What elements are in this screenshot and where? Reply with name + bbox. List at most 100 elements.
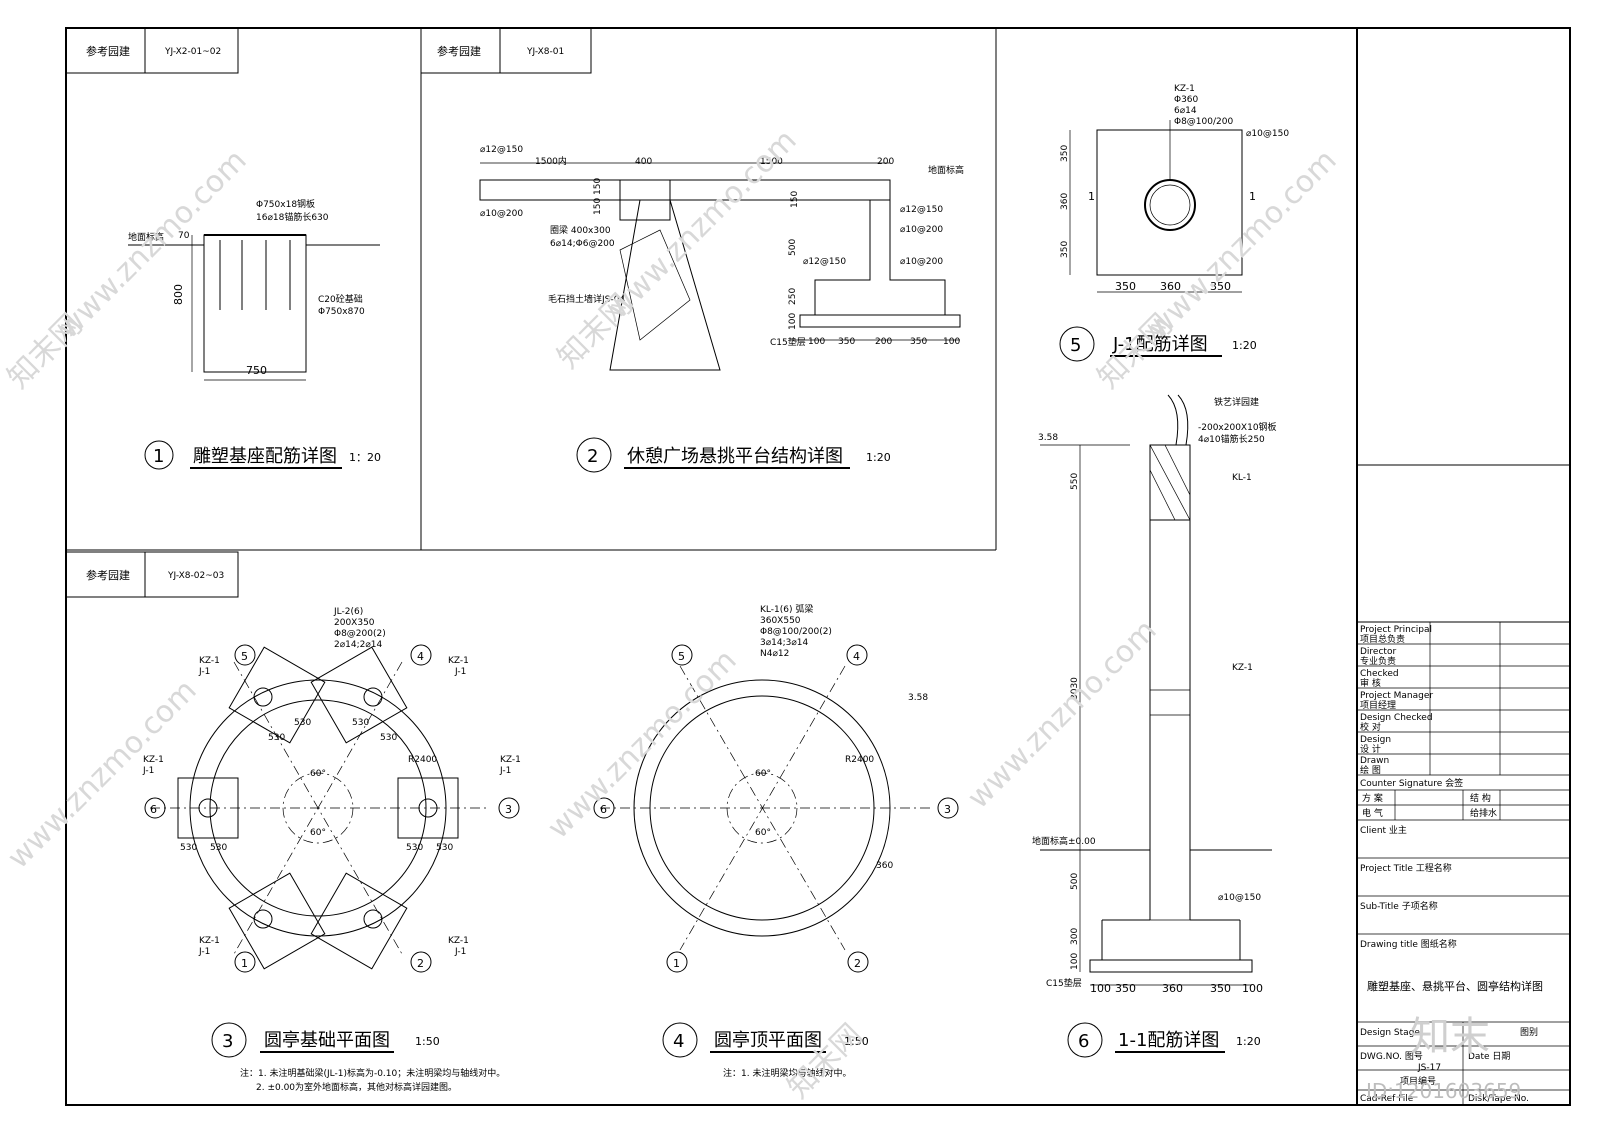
note: 注：1. 未注明梁均与轴线对中。 [723, 1067, 851, 1079]
radius-label: R2400 [845, 755, 874, 765]
dim-70: 70 [178, 231, 190, 241]
ground-elevation: 地面标高±0.00 [1032, 835, 1096, 847]
dim: 350 [1210, 982, 1231, 995]
column-mark: KZ-1 [199, 656, 220, 666]
reference-box: 参考园建 YJ-X8-01 [420, 27, 592, 74]
dim: 100 [808, 337, 825, 347]
tb-cad: Cad-Ref File [1360, 1094, 1414, 1104]
dim: 400 [635, 157, 652, 167]
detail-scale: 1：20 [349, 451, 381, 464]
dim: 1500 [760, 157, 783, 167]
detail-6-drawing: 铁艺详园建 -200x200X10钢板 4⌀10锚筋长250 KL-1 KZ-1… [1032, 394, 1277, 1058]
detail-number: 2 [587, 446, 598, 467]
dim: 530 [180, 843, 197, 853]
detail-title: 圆亭基础平面图 [264, 1030, 390, 1051]
detail-number-circle [576, 437, 612, 473]
reference-code: YJ-X8-01 [526, 47, 564, 57]
rebar-note: ⌀10@200 [900, 225, 943, 235]
tb-disk: Disk/Tape No. [1468, 1094, 1529, 1104]
footing-pads [177, 646, 459, 970]
tb-role-cn: 绘 图 [1360, 764, 1381, 776]
dim: 100 [788, 313, 798, 330]
tb-role-cn: 校 对 [1360, 721, 1381, 733]
footing-mark: J-1 [198, 667, 210, 677]
tb-role-cn: 专业负责 [1360, 655, 1396, 667]
tb-client: Client 业主 [1360, 824, 1407, 836]
dim: 1500内 [535, 155, 567, 167]
dim: 350 [838, 337, 855, 347]
axis-label: 1 [241, 957, 248, 970]
watermark-site: www.znzmo.com [961, 613, 1164, 816]
rebar-note: ⌀10@150 [1246, 129, 1289, 139]
detail-number-circle [144, 440, 174, 470]
ring-beam-rebar: 6⌀14;Φ6@200 [550, 239, 615, 249]
tb-drawing-label: Drawing title 图纸名称 [1360, 938, 1457, 950]
cushion-note: C15垫层 [770, 336, 806, 348]
watermark-site: www.znzmo.com [601, 123, 804, 326]
reference-box: 参考园建 YJ-X8-02~03 [65, 551, 239, 598]
dim: 350 [1060, 241, 1070, 258]
reference-code: YJ-X8-02~03 [167, 571, 224, 581]
dim: 530 [380, 733, 397, 743]
beam-note: Φ8@100/200(2) [760, 627, 832, 637]
rebar-note: ⌀10@200 [480, 209, 523, 219]
tb-role-cn: 项目总负责 [1360, 633, 1405, 645]
ring-beam-note: 圈梁 400x300 [550, 224, 611, 236]
reference-label: 参考园建 [437, 44, 481, 58]
axis-label: 5 [678, 650, 685, 663]
tb-role-cn: 审 核 [1360, 677, 1381, 689]
anchor-note: 4⌀10锚筋长250 [1198, 433, 1265, 445]
detail-scale: 1:20 [866, 451, 891, 464]
detail-number-circle [211, 1022, 247, 1058]
tb-counter: Counter Signature 会签 [1360, 777, 1463, 789]
rebar-note: ⌀12@150 [900, 205, 943, 215]
dim: 200 [875, 337, 892, 347]
watermark-site: www.znzmo.com [541, 643, 744, 846]
tb-role-cn: 项目经理 [1360, 699, 1396, 711]
axis-label: 3 [505, 803, 512, 816]
tb-role: Director [1360, 647, 1396, 657]
column-mark: KZ-1 [500, 755, 521, 765]
tb-role: Project Manager [1360, 691, 1433, 701]
tb-cs: 方 案 [1362, 792, 1383, 804]
beam-note: 2⌀14;2⌀14 [334, 640, 382, 650]
detail-2-drawing: ⌀12@150 ⌀10@200 圈梁 400x300 6⌀14;Φ6@200 毛… [479, 145, 964, 473]
dim: 150 [790, 191, 800, 208]
dim: 350 [1115, 280, 1136, 293]
dim: 530 [268, 733, 285, 743]
reference-label: 参考园建 [86, 44, 130, 58]
detail-5-drawing: KZ-1 Φ360 6⌀14 Φ8@100/200 ⌀10@150 1 1 35… [1059, 84, 1289, 362]
dim: 350 [1060, 145, 1070, 162]
section-mark: 1 [1088, 190, 1095, 203]
note: 铁艺详园建 [1214, 396, 1259, 408]
retaining-wall-note: 毛石挡土墙详JS-04 [548, 293, 625, 305]
watermark-logo: 知末 [1410, 1014, 1490, 1060]
column-mark: KZ-1 [1232, 663, 1253, 673]
beam-note: 200X350 [334, 618, 375, 628]
beam-note: 3⌀14;3⌀14 [760, 638, 808, 648]
tb-dwg: DWG.NO. 图号 [1360, 1051, 1423, 1062]
elevation: 3.58 [908, 693, 928, 703]
tb-drawing-name: 雕塑基座、悬挑平台、圆亭结构详图 [1367, 979, 1543, 993]
dim: 350 [1210, 280, 1231, 293]
footing-mark: J-1 [499, 766, 511, 776]
dim: 3030 [1070, 677, 1080, 700]
dim: 530 [406, 843, 423, 853]
beam-note: KL-1(6) 弧梁 [760, 603, 813, 615]
footing-mark: J-1 [454, 947, 466, 957]
tb-role: Design Checked [1360, 713, 1433, 723]
detail-scale: 1:50 [415, 1035, 440, 1048]
detail-number-circle [1067, 1022, 1103, 1058]
dim: 550 [1070, 473, 1080, 490]
plate-note: -200x200X10钢板 [1198, 421, 1277, 433]
detail-scale: 1:20 [1232, 339, 1257, 352]
footing-mark: J-1 [142, 766, 154, 776]
tb-stage-val: 图别 [1520, 1027, 1538, 1038]
tb-role: Drawn [1360, 756, 1389, 766]
detail-4-drawing: 6 3 5 4 1 2 KL-1(6) 弧梁 360X550 Φ8@100/20… [593, 603, 959, 1079]
column-stirrup: Φ8@100/200 [1174, 117, 1233, 127]
dim: 100 [1070, 953, 1080, 970]
beam-note: N4⌀12 [760, 649, 789, 659]
beam-note: 360X550 [760, 616, 801, 626]
tb-role: Project Principal [1360, 625, 1432, 635]
